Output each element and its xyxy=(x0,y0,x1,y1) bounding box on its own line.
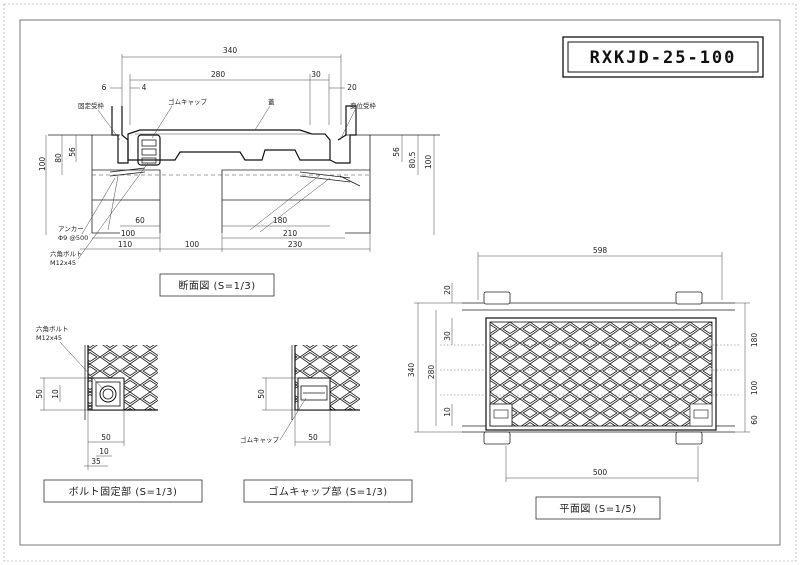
dim-right-80-5: 80.5 xyxy=(408,151,417,168)
dim-plan-30: 30 xyxy=(443,331,452,341)
label-cover: 蓋 xyxy=(268,97,275,106)
caption-cap-part: ゴムキャップ部 (S=1/3) xyxy=(268,485,387,498)
dim-plan-598: 598 xyxy=(593,246,608,255)
cap-caption: ゴムキャップ部 (S=1/3) xyxy=(243,479,413,503)
bolt-caption: ボルト固定部 (S=1/3) xyxy=(43,479,203,503)
dim-bottom-110: 110 xyxy=(118,240,133,249)
label-bolt-detail-2: M12x45 xyxy=(36,334,62,342)
dim-bottom-210: 210 xyxy=(283,229,298,238)
dim-bottom-180: 180 xyxy=(273,216,288,225)
dim-right-100: 100 xyxy=(424,155,433,170)
dim-bottom-60: 60 xyxy=(135,216,145,225)
dim-plan-100: 100 xyxy=(750,381,759,396)
sheet-outer-border xyxy=(3,3,797,562)
dim-plan-280: 280 xyxy=(427,365,436,380)
dim-bolt-50: 50 xyxy=(35,389,44,399)
dim-left-80: 80 xyxy=(54,153,63,163)
dim-bolt-w10: 10 xyxy=(99,447,109,456)
dim-bolt-10: 10 xyxy=(51,389,60,399)
section-view: 340 280 30 20 6 4 xyxy=(38,46,440,267)
bolt-detail-view: 六角ボルト M12x45 50 10 50 10 35 xyxy=(35,324,158,470)
drawing-title: RXKJD-25-100 xyxy=(590,48,737,68)
caption-bolt-part: ボルト固定部 (S=1/3) xyxy=(69,485,178,498)
plan-view: 598 340 280 20 30 10 xyxy=(407,246,759,482)
dim-340: 340 xyxy=(223,46,238,55)
dim-20: 20 xyxy=(347,83,357,92)
plan-caption: 平面図 (S=1/5) xyxy=(535,496,661,520)
dim-cap-w50: 50 xyxy=(308,433,318,442)
label-fixed-frame: 固定受枠 xyxy=(78,101,105,110)
label-movable-frame: 変位受枠 xyxy=(350,101,377,110)
dim-6: 6 xyxy=(102,83,107,92)
section-caption: 断面図 (S=1/3) xyxy=(159,273,275,297)
label-bolt-detail-1: 六角ボルト xyxy=(36,324,69,333)
dim-plan-10: 10 xyxy=(443,407,452,417)
dim-plan-180: 180 xyxy=(750,333,759,348)
dim-bolt-w35: 35 xyxy=(91,457,101,466)
dim-4: 4 xyxy=(142,83,147,92)
title-block: RXKJD-25-100 xyxy=(562,36,764,78)
label-cap-detail: ゴムキャップ xyxy=(240,435,280,444)
caption-plan: 平面図 (S=1/5) xyxy=(559,503,636,515)
dim-plan-20: 20 xyxy=(443,285,452,295)
label-anchor-1: アンカー xyxy=(58,225,84,233)
label-hex-bolt-2: M12x45 xyxy=(50,259,76,267)
sheet-inner-border xyxy=(19,19,781,546)
dim-280: 280 xyxy=(211,70,226,79)
dim-bottom-230: 230 xyxy=(288,240,303,249)
label-hex-bolt-1: 六角ボルト xyxy=(50,249,83,258)
dim-30: 30 xyxy=(311,70,321,79)
dim-plan-340: 340 xyxy=(407,363,416,378)
label-rubber-cap: ゴムキャップ xyxy=(168,97,208,106)
dim-plan-500: 500 xyxy=(593,468,608,477)
label-anchor-2: Φ9 @500 xyxy=(58,234,88,242)
cap-detail-view: ゴムキャップ 50 50 xyxy=(240,345,360,446)
caption-section: 断面図 (S=1/3) xyxy=(178,279,255,292)
dim-bolt-w50: 50 xyxy=(101,433,111,442)
dim-right-56: 56 xyxy=(392,147,401,157)
dim-bottom-100a: 100 xyxy=(121,229,136,238)
dim-left-100: 100 xyxy=(38,157,47,172)
dim-bottom-100b: 100 xyxy=(185,240,200,249)
dim-plan-60: 60 xyxy=(750,415,759,425)
dim-left-56: 56 xyxy=(68,147,77,157)
dim-cap-50: 50 xyxy=(257,389,266,399)
